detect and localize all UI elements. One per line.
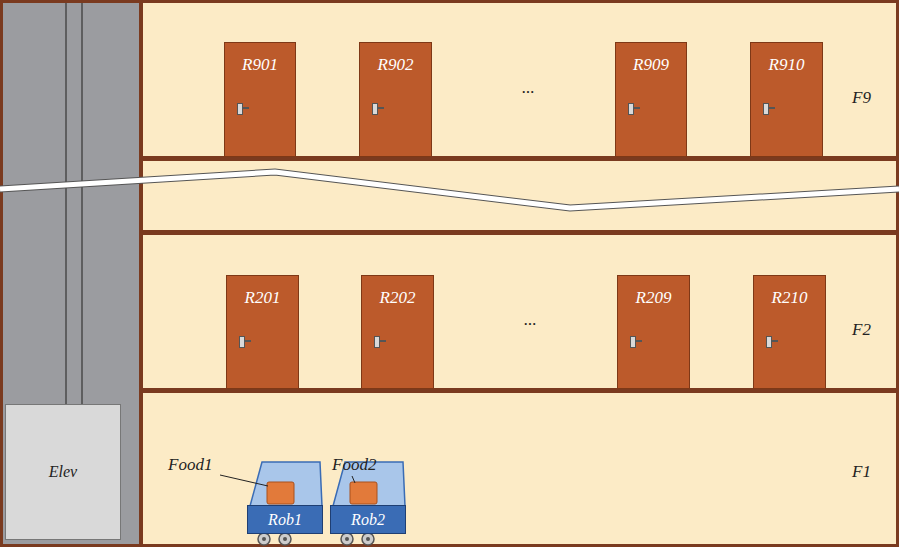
door-handle bbox=[769, 107, 775, 109]
door-handle bbox=[374, 336, 380, 348]
break-line bbox=[0, 172, 899, 208]
room-number: R901 bbox=[225, 55, 295, 75]
leader-line bbox=[220, 475, 268, 486]
room-number: R902 bbox=[360, 55, 431, 75]
elevator-cable bbox=[81, 0, 83, 405]
room-door: R909 bbox=[615, 42, 687, 157]
wheel-hub bbox=[366, 537, 370, 541]
wheel-hub bbox=[345, 537, 349, 541]
room-number: R201 bbox=[227, 288, 298, 308]
elevator-shaft bbox=[0, 0, 141, 547]
door-handle bbox=[636, 340, 642, 342]
floor-label: F2 bbox=[852, 320, 871, 340]
wheel bbox=[258, 533, 270, 545]
robot-label: Rob1 bbox=[268, 511, 302, 529]
room-door: R910 bbox=[750, 42, 823, 157]
door-handle bbox=[763, 103, 769, 115]
door-handle bbox=[372, 103, 378, 115]
floor-label: F1 bbox=[852, 462, 871, 482]
wheel bbox=[341, 533, 353, 545]
door-handle bbox=[628, 103, 634, 115]
wheel bbox=[362, 533, 374, 545]
door-handle bbox=[630, 336, 636, 348]
door-handle bbox=[239, 336, 245, 348]
elevator-label: Elev bbox=[49, 463, 77, 481]
floor-slab bbox=[141, 230, 899, 235]
leader-line bbox=[352, 476, 355, 483]
door-handle bbox=[245, 340, 251, 342]
ellipsis: ... bbox=[522, 78, 535, 98]
door-handle bbox=[380, 340, 386, 342]
room-number: R202 bbox=[362, 288, 433, 308]
floor-label: F9 bbox=[852, 88, 871, 108]
room-door: R201 bbox=[226, 275, 299, 389]
wheel-hub bbox=[262, 537, 266, 541]
door-handle bbox=[243, 107, 249, 109]
wheel bbox=[279, 533, 291, 545]
ellipsis: ... bbox=[524, 310, 537, 330]
room-number: R210 bbox=[754, 288, 825, 308]
room-number: R910 bbox=[751, 55, 822, 75]
room-number: R209 bbox=[618, 288, 689, 308]
room-door: R210 bbox=[753, 275, 826, 389]
robot-base: Rob1 bbox=[247, 505, 323, 534]
robot-base: Rob2 bbox=[330, 505, 406, 534]
door-handle bbox=[378, 107, 384, 109]
room-door: R209 bbox=[617, 275, 690, 389]
food-box bbox=[267, 482, 294, 504]
room-door: R202 bbox=[361, 275, 434, 389]
room-door: R901 bbox=[224, 42, 296, 157]
robot-label: Rob2 bbox=[351, 511, 385, 529]
break-line bbox=[0, 172, 899, 208]
door-handle bbox=[634, 107, 640, 109]
elevator-car: Elev bbox=[5, 404, 121, 540]
elevator-cable bbox=[65, 0, 67, 405]
food-box bbox=[350, 482, 377, 504]
door-handle bbox=[237, 103, 243, 115]
door-handle bbox=[766, 336, 772, 348]
wheel-hub bbox=[283, 537, 287, 541]
callout-label: Food2 bbox=[332, 455, 376, 475]
room-door: R902 bbox=[359, 42, 432, 157]
room-number: R909 bbox=[616, 55, 686, 75]
shaft-wall bbox=[139, 0, 143, 547]
door-handle bbox=[772, 340, 778, 342]
callout-label: Food1 bbox=[168, 455, 212, 475]
